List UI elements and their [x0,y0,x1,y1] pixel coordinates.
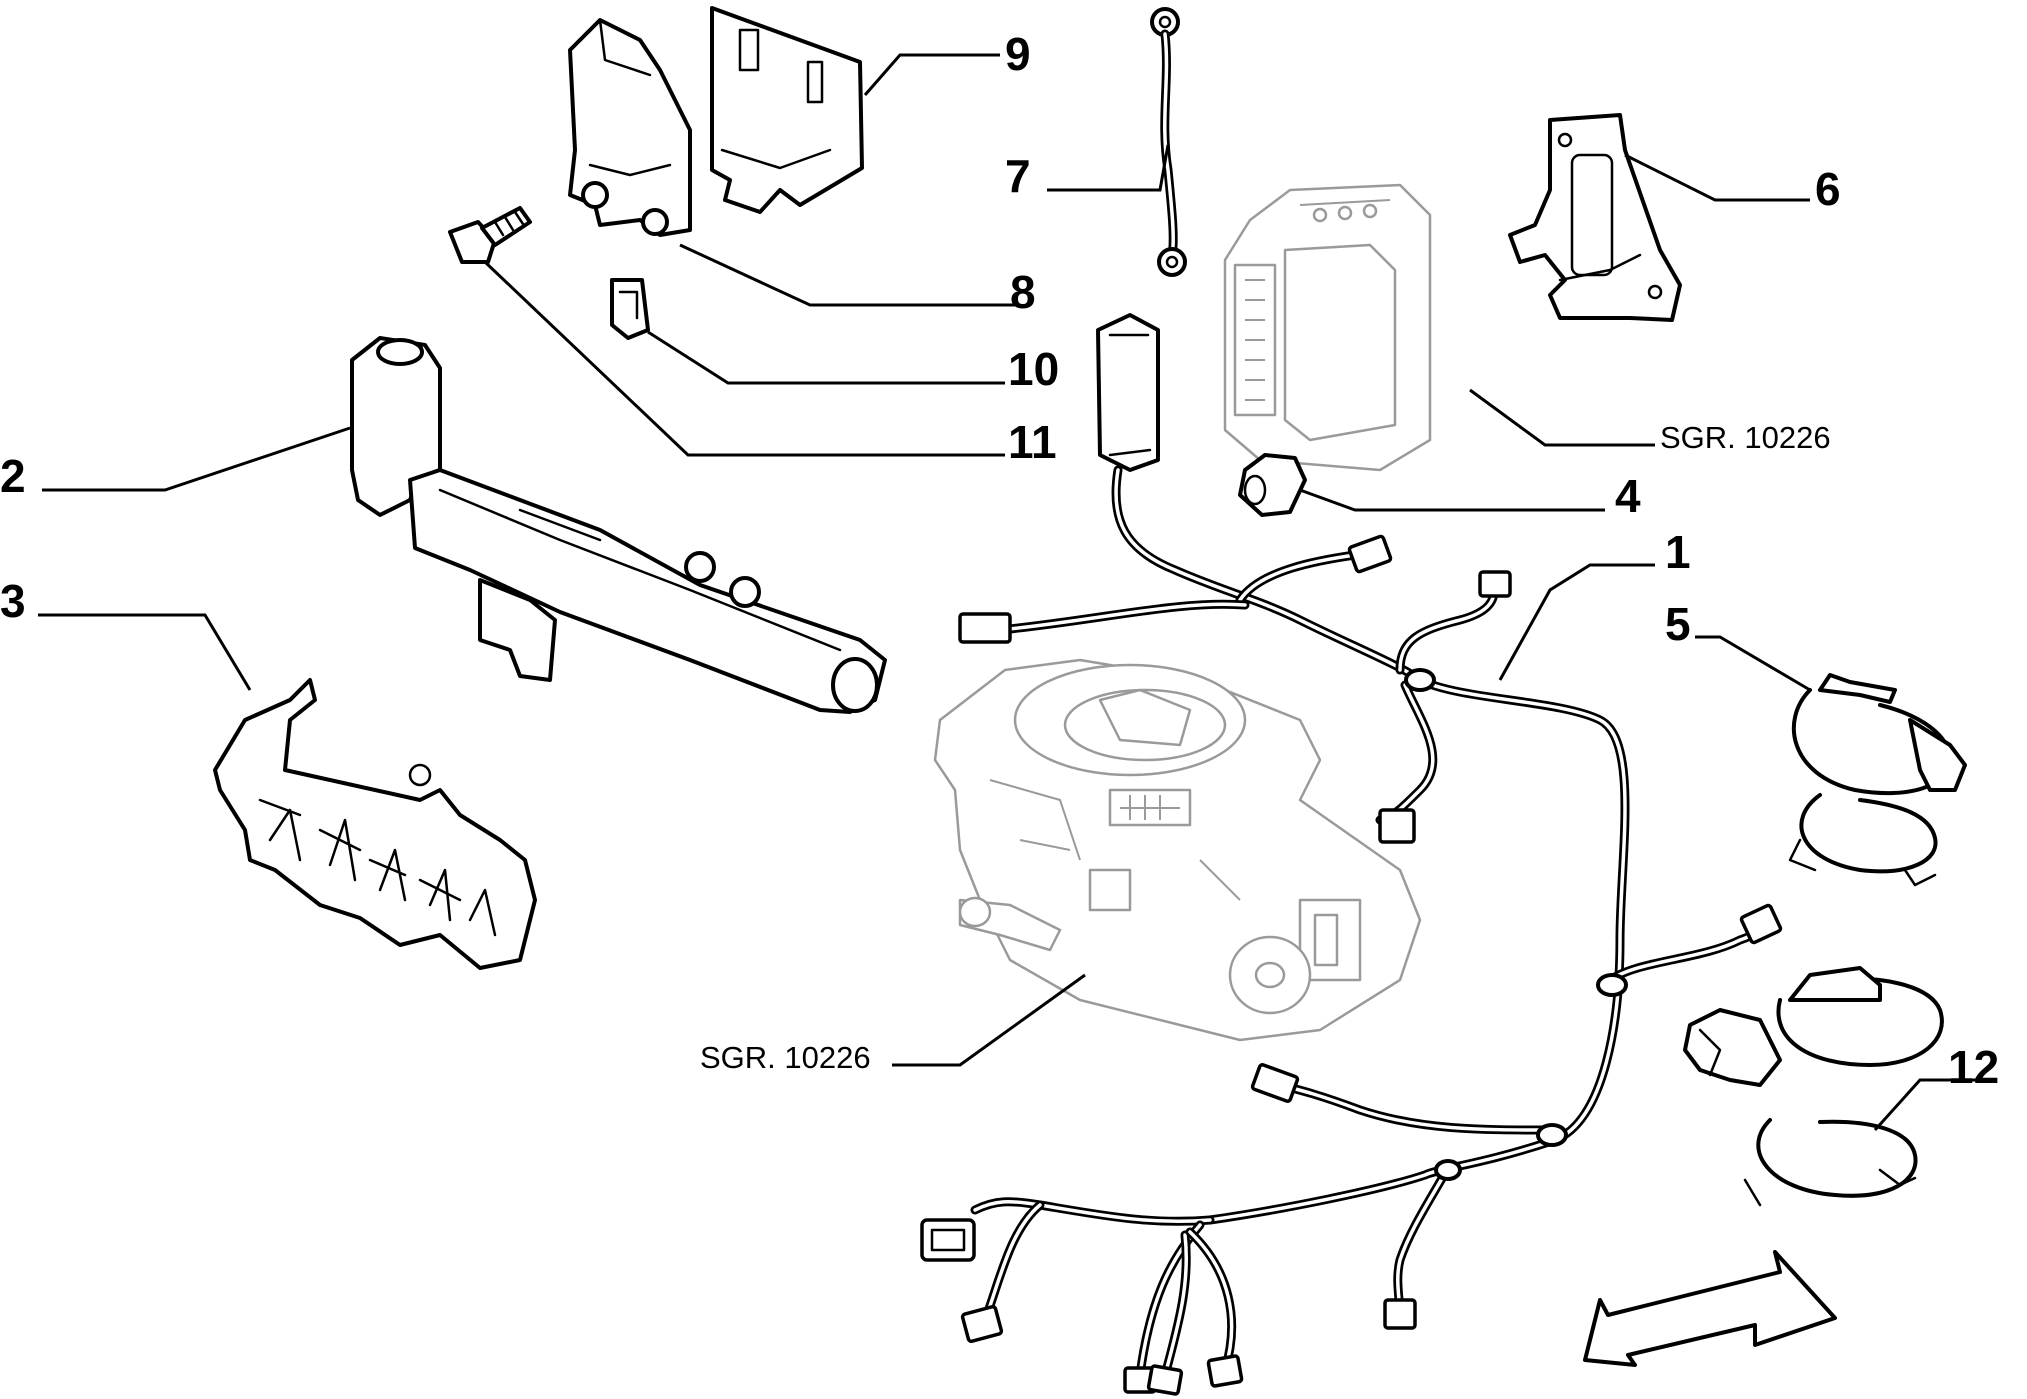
ecu-unit [1223,183,1432,472]
callout-12: 12 [1948,1041,1999,1093]
callout-9: 9 [1005,28,1031,80]
part-8-bracket [568,18,692,237]
part-4-nut [1238,453,1307,517]
throttle-body [933,658,1422,1042]
callout-labels: 1 2 3 4 5 6 7 8 9 10 11 12 SGR. 10226 SG… [0,28,1999,1093]
part-5-hose-clip [1788,673,1967,887]
part-10-clip [610,278,650,340]
callout-1: 1 [1665,526,1691,578]
callout-8: 8 [1010,266,1036,318]
callout-3: 3 [0,575,26,627]
part-9-cover [710,6,864,214]
callout-6: 6 [1815,163,1841,215]
ecu-reference-label: SGR. 10226 [1660,420,1831,455]
callout-2: 2 [0,450,26,502]
callout-7: 7 [1005,150,1031,202]
part-2-fuel-rail [350,336,887,714]
callout-11: 11 [1008,416,1057,468]
callout-4: 4 [1615,470,1641,522]
callout-leaders [38,53,1995,1132]
part-11-bolt [448,206,532,264]
part-1-wiring-harness [920,313,1783,1396]
direction-arrow [1583,1250,1837,1367]
part-3-pipe-bracket [213,678,537,970]
throttle-reference-label: SGR. 10226 [700,1040,871,1075]
part-7-ground-strap [1150,7,1187,277]
callout-5: 5 [1665,598,1691,650]
part-6-ecu-bracket [1508,113,1682,322]
callout-10: 10 [1008,343,1059,395]
part-12-hose-clip [1683,966,1944,1207]
